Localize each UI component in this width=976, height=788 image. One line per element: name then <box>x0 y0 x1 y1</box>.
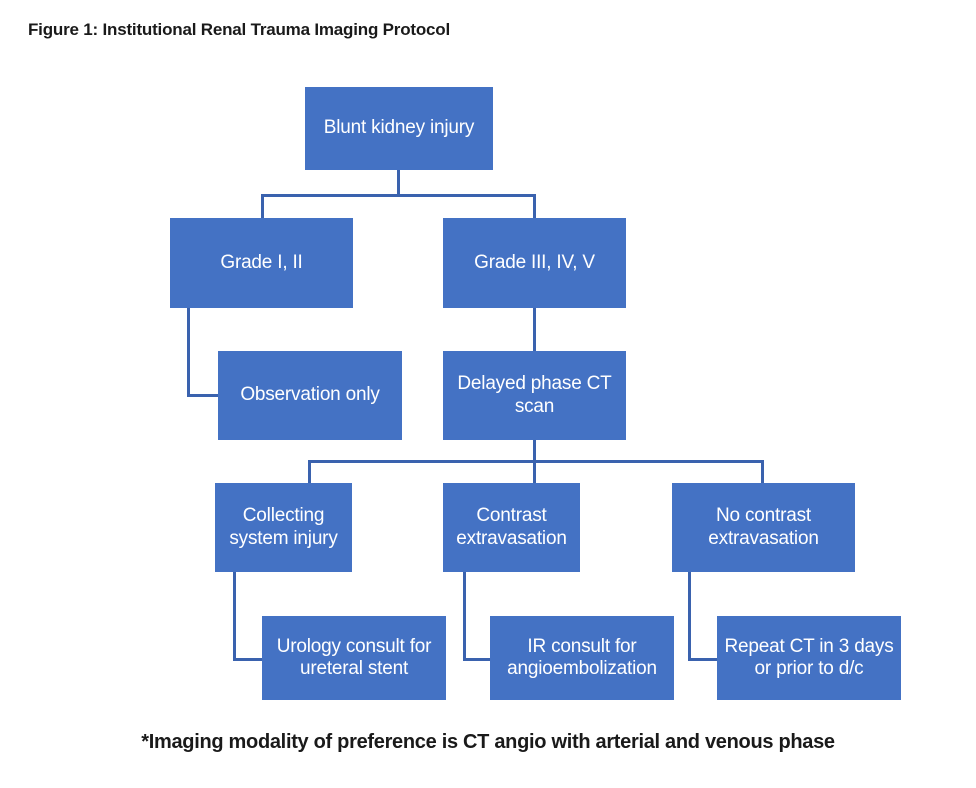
connector-collecting-system-drop <box>233 572 236 661</box>
connector-collecting-system-elbow <box>233 658 263 661</box>
node-grade-iii-iv-v[interactable]: Grade III, IV, V <box>443 218 626 308</box>
page-title: Figure 1: Institutional Renal Trauma Ima… <box>28 20 451 39</box>
connector-to-no-contrast-extravasation <box>761 460 764 484</box>
figure-footnote: *Imaging modality of preference is CT an… <box>141 731 835 753</box>
node-grade-i-ii[interactable]: Grade I, II <box>170 218 353 308</box>
connector-to-contrast-extravasation <box>533 460 536 484</box>
connector-contrast-extravasation-drop <box>463 572 466 661</box>
connector-root-stem <box>397 170 400 195</box>
connector-to-grade-high <box>533 194 536 219</box>
node-observation-only[interactable]: Observation only <box>218 351 402 440</box>
node-repeat-ct[interactable]: Repeat CT in 3 days or prior to d/c <box>717 616 901 700</box>
connector-no-contrast-extravasation-drop <box>688 572 691 661</box>
node-urology-consult[interactable]: Urology consult for ureteral stent <box>262 616 446 700</box>
node-collecting-system-injury[interactable]: Collecting system injury <box>215 483 352 572</box>
connector-to-grade-low <box>261 194 264 219</box>
node-no-contrast-extravasation[interactable]: No contrast extravasation <box>672 483 855 572</box>
node-blunt-kidney-injury[interactable]: Blunt kidney injury <box>305 87 493 170</box>
node-delayed-phase-ct-scan[interactable]: Delayed phase CT scan <box>443 351 626 440</box>
connector-delayed-ct-bus <box>308 460 764 463</box>
connector-grade-high-drop <box>533 308 536 352</box>
connector-to-collecting-system <box>308 460 311 484</box>
connector-grade-low-elbow <box>187 394 220 397</box>
connector-delayed-ct-stem <box>533 440 536 462</box>
node-ir-consult[interactable]: IR consult for angioembolization <box>490 616 674 700</box>
connector-contrast-extravasation-elbow <box>463 658 491 661</box>
connector-grade-low-drop <box>187 308 190 397</box>
node-contrast-extravasation[interactable]: Contrast extravasation <box>443 483 580 572</box>
connector-root-bus <box>261 194 536 197</box>
connector-no-contrast-extravasation-elbow <box>688 658 718 661</box>
